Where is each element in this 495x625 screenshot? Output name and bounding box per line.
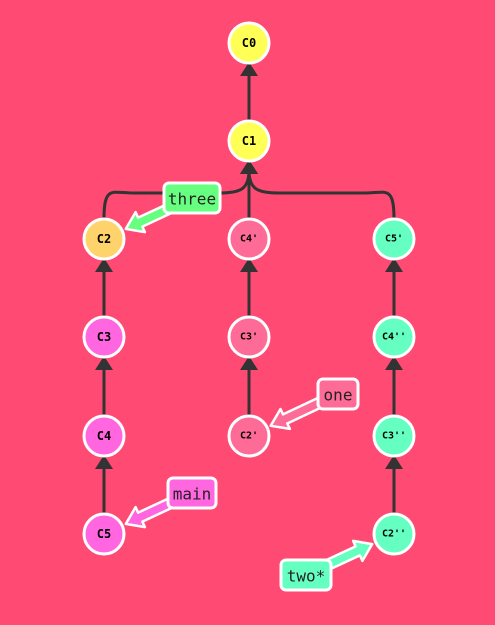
branch-label-box — [279, 558, 333, 592]
edge-c3pp-to-c4pp — [385, 356, 403, 416]
commit-c2[interactable]: C2 — [82, 217, 126, 261]
commit-circle — [82, 512, 126, 556]
commit-label: C4'' — [382, 332, 406, 343]
commit-label: C3 — [97, 330, 111, 344]
arrowhead-icon — [385, 455, 403, 469]
commit-label: C4 — [97, 429, 111, 443]
edge-c5-to-c4 — [95, 455, 113, 514]
arrowhead-icon — [240, 258, 258, 272]
edge-c1-to-c0 — [240, 62, 258, 121]
commit-circle — [82, 315, 126, 359]
commit-c2pp[interactable]: C2'' — [372, 512, 416, 556]
branch-label: three — [168, 190, 216, 209]
edge-c3-to-c2 — [95, 258, 113, 317]
arrowhead-icon — [95, 258, 113, 272]
commit-c4[interactable]: C4 — [82, 414, 126, 458]
commit-circle — [372, 315, 416, 359]
branch-main[interactable]: main — [124, 476, 218, 529]
commit-c5[interactable]: C5 — [82, 512, 126, 556]
commit-label: C2' — [240, 431, 258, 442]
edge-c4pp-to-c5pp — [385, 258, 403, 317]
commit-circle — [227, 414, 271, 458]
arrowhead-icon — [240, 356, 258, 370]
branch-label-box — [166, 476, 218, 510]
commit-c2p[interactable]: C2' — [227, 414, 271, 458]
commit-c0[interactable]: C0 — [227, 21, 271, 65]
arrowhead-icon — [385, 356, 403, 370]
commit-circle — [227, 119, 271, 163]
branches-layer: three one main two* — [124, 181, 374, 592]
commit-label: C3' — [240, 332, 258, 343]
commit-circle — [227, 21, 271, 65]
commit-circle — [82, 217, 126, 261]
edge-c2pp-to-c3pp — [385, 455, 403, 514]
commit-label: C2 — [97, 232, 111, 246]
commit-circle — [227, 315, 271, 359]
commit-c3pp[interactable]: C3'' — [372, 414, 416, 458]
commit-label: C2'' — [382, 529, 406, 540]
commit-circle — [372, 217, 416, 261]
edge-line — [247, 169, 396, 220]
arrowhead-icon — [240, 62, 258, 76]
arrowhead-icon — [95, 356, 113, 370]
branch-label: one — [324, 386, 353, 405]
edge-c5pp-to-c1 — [240, 160, 396, 220]
commit-c3p[interactable]: C3' — [227, 315, 271, 359]
commit-label: C5 — [97, 527, 111, 541]
commit-label: C5' — [385, 234, 403, 245]
branch-two[interactable]: two* — [279, 539, 374, 592]
edge-line — [102, 169, 251, 220]
commit-label: C0 — [242, 36, 256, 50]
commit-c4pp[interactable]: C4'' — [372, 315, 416, 359]
commit-c3[interactable]: C3 — [82, 315, 126, 359]
branch-one[interactable]: one — [269, 377, 360, 431]
edge-c4-to-c3 — [95, 356, 113, 416]
edges-layer — [95, 62, 403, 514]
commit-circle — [227, 217, 271, 261]
commit-label: C3'' — [382, 431, 406, 442]
commit-c1[interactable]: C1 — [227, 119, 271, 163]
branch-label-box — [162, 181, 222, 215]
arrowhead-icon — [240, 160, 258, 174]
branch-three[interactable]: three — [124, 181, 222, 234]
commit-circle — [372, 414, 416, 458]
arrowhead-icon — [95, 455, 113, 469]
commit-c5pp[interactable]: C5' — [372, 217, 416, 261]
commit-label: C4' — [240, 234, 258, 245]
branch-label-box — [316, 377, 360, 411]
branch-label: main — [173, 485, 212, 504]
commit-circle — [82, 414, 126, 458]
commit-label: C1 — [242, 134, 256, 148]
branch-label: two* — [287, 567, 326, 586]
commit-c4p[interactable]: C4' — [227, 217, 271, 261]
edge-c2p-to-c3p — [240, 356, 258, 416]
edge-c3p-to-c4p — [240, 258, 258, 317]
arrowhead-icon — [385, 258, 403, 272]
commit-circle — [372, 512, 416, 556]
